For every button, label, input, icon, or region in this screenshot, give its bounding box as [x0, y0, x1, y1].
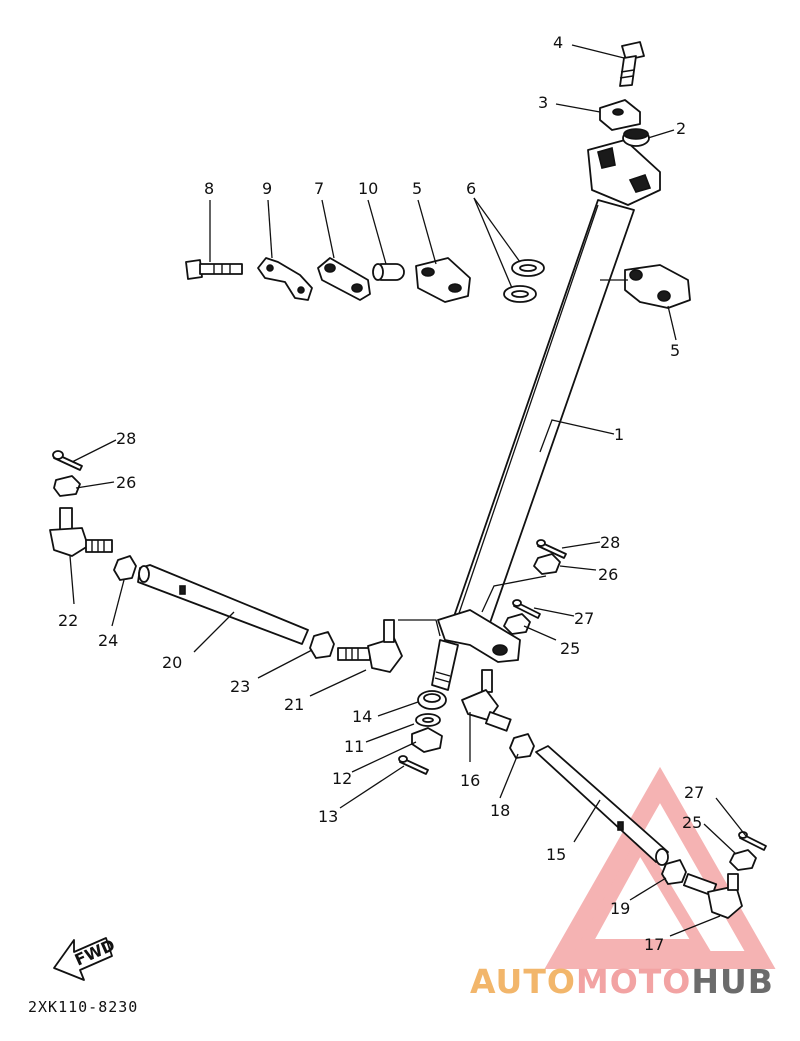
callout-18: 18: [490, 801, 510, 820]
callout-13: 13: [318, 807, 338, 826]
washer-11: [415, 713, 441, 727]
drawing-code: 2XK110-8230: [28, 998, 139, 1016]
callout-2: 2: [676, 119, 686, 138]
holder-5-left: [415, 257, 471, 303]
callout-24: 24: [98, 631, 118, 650]
tie-rod-20: [137, 564, 309, 645]
nut-24: [113, 555, 137, 581]
rod-end-17: [682, 873, 743, 919]
callout-15: 15: [546, 845, 566, 864]
callout-16: 16: [460, 771, 480, 790]
washers-6: [503, 259, 545, 303]
watermark-hub: HUB: [691, 962, 774, 1001]
callout-6: 6: [466, 179, 476, 198]
bracket-9: [257, 257, 313, 301]
nut-25-lower: [729, 849, 757, 871]
watermark-logo-icon: [544, 766, 776, 969]
fwd-arrow-icon: FWD: [53, 935, 118, 981]
callout-5: 5: [670, 341, 680, 360]
callout-14: 14: [352, 707, 372, 726]
callout-20: 20: [162, 653, 182, 672]
rod-end-16: [461, 669, 512, 732]
steering-shaft: [431, 139, 661, 691]
leader-lines: [69, 44, 747, 937]
cap-2: [622, 128, 650, 147]
cotter-pin-28-left: [52, 450, 83, 471]
callout-17: 17: [644, 935, 664, 954]
bolt-8: [185, 259, 243, 280]
tie-rod-15: [535, 745, 669, 866]
watermark-auto: AUTO: [470, 962, 576, 1001]
nut-18: [509, 733, 535, 759]
callout-19: 19: [610, 899, 630, 918]
callout-9: 9: [262, 179, 272, 198]
callout-numbers: 1 2 3 4 5 5 6 7 8 9 10 11 12 13 14 15 16…: [58, 33, 704, 954]
callout-25: 25: [560, 639, 580, 658]
nut-23: [309, 631, 335, 659]
callout-1: 1: [614, 425, 624, 444]
callout-7: 7: [314, 179, 324, 198]
collar-10: [372, 263, 405, 281]
nut-26-left: [53, 475, 81, 497]
cotter-pin-28-right: [536, 539, 567, 559]
callout-21: 21: [284, 695, 304, 714]
bearing-14: [417, 690, 447, 710]
callout-22: 22: [58, 611, 78, 630]
callout-27: 27: [574, 609, 594, 628]
watermark-text: AUTOMOTOHUB: [470, 962, 774, 1001]
watermark-moto: MOTO: [575, 962, 692, 1001]
callout-25: 25: [682, 813, 702, 832]
nut-25-upper: [503, 613, 531, 635]
cotter-pin-27-lower: [738, 831, 767, 851]
holder-5-right: [624, 264, 691, 309]
rod-end-21: [337, 619, 403, 673]
callout-4: 4: [553, 33, 563, 52]
callout-27: 27: [684, 783, 704, 802]
callout-11: 11: [344, 737, 364, 756]
callout-28: 28: [116, 429, 136, 448]
cotter-pin-13: [398, 755, 429, 775]
rod-end-22: [49, 507, 113, 557]
cotter-pin-27-upper: [512, 599, 541, 619]
nut-19: [661, 859, 687, 885]
collar-3: [599, 99, 641, 131]
plate-7: [317, 257, 371, 301]
callout-12: 12: [332, 769, 352, 788]
nut-26-right: [533, 553, 561, 575]
callout-10: 10: [358, 179, 378, 198]
callout-28: 28: [600, 533, 620, 552]
callout-5: 5: [412, 179, 422, 198]
callout-26: 26: [116, 473, 136, 492]
bolt-4: [619, 41, 645, 87]
callout-23: 23: [230, 677, 250, 696]
callout-3: 3: [538, 93, 548, 112]
nut-12: [411, 727, 443, 753]
callout-26: 26: [598, 565, 618, 584]
callout-8: 8: [204, 179, 214, 198]
